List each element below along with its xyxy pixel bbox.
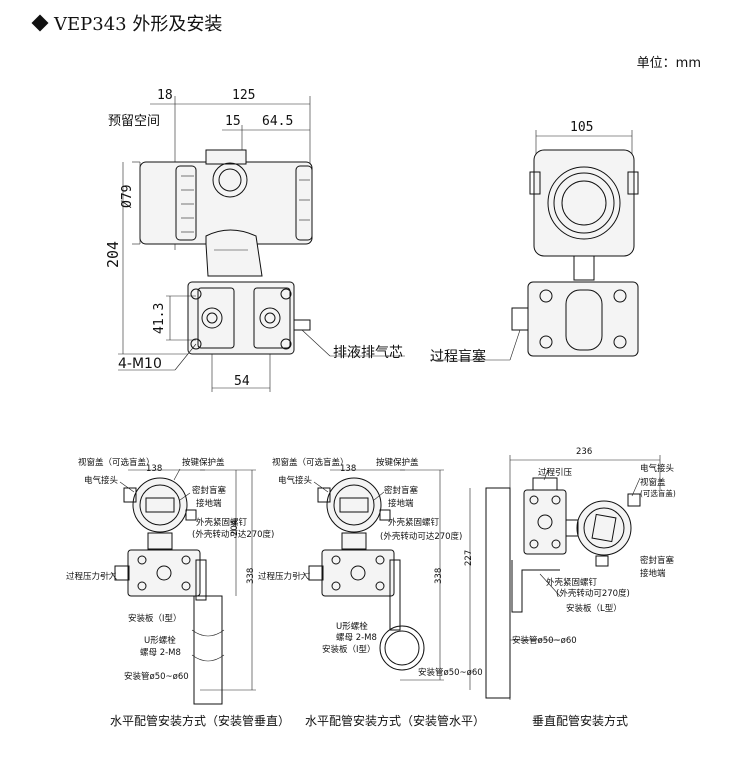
d2-ubolt: U形螺栓 (336, 622, 368, 632)
install-diagram-2 (308, 469, 444, 681)
d3-bracket: 安装板（L型） (566, 604, 622, 614)
d1-ground: 接地端 (196, 499, 222, 509)
d2-dim-338: 338 (434, 567, 444, 584)
d3-pipe: 安装管ø50~ø60 (512, 636, 577, 646)
d2-pipe: 安装管ø50~ø60 (418, 668, 483, 678)
dim-79: Ø79 (120, 184, 135, 208)
dim-105: 105 (570, 120, 594, 135)
dim-18: 18 (157, 88, 173, 103)
d2-rotate: (外壳转动可达270度) (380, 532, 463, 542)
dim-125: 125 (232, 88, 256, 103)
d2-pressure-in: 过程压力引入 (258, 572, 310, 582)
d1-window-cover: 视窗盖（可选盲盖） (78, 458, 155, 468)
dim-15: 15 (225, 114, 241, 129)
d1-bracket: 安装板（I型） (128, 614, 182, 624)
d3-ground: 接地端 (640, 569, 666, 579)
d1-seal-plug: 密封盲塞 (192, 486, 227, 496)
title-text: VEP343 外形及安装 (54, 14, 223, 35)
side-view (118, 96, 405, 392)
d1-pressure-in: 过程压力引入 (66, 572, 118, 582)
d2-dim-138: 138 (340, 464, 357, 474)
d1-dim-338: 338 (246, 567, 256, 584)
d1-button-cover: 按键保护盖 (182, 458, 225, 468)
d2-window-cover: 视窗盖（可选盲盖） (272, 458, 349, 468)
front-view (430, 130, 639, 361)
d2-button-cover: 按键保护盖 (376, 458, 419, 468)
d3-dim-227: 227 (464, 549, 474, 566)
dim-204: 204 (104, 240, 122, 268)
reserved-space-label: 预留空间 (108, 114, 161, 129)
thread-label: 4-M10 (118, 356, 162, 372)
d1-caption: 水平配管安装方式（安装管垂直） (110, 714, 291, 728)
d3-dim-236: 236 (576, 447, 593, 457)
label-leaders (99, 468, 641, 641)
d2-housing-screw: 外壳紧固螺钉 (388, 518, 440, 528)
d1-dim-138: 138 (146, 464, 163, 474)
dim-41-3: 41.3 (152, 302, 167, 334)
d1-dim-204: 204 (230, 519, 240, 536)
process-plug-label: 过程盲塞 (430, 349, 486, 365)
d2-caption: 水平配管安装方式（安装管水平） (305, 714, 486, 728)
d2-seal-plug: 密封盲塞 (384, 486, 419, 496)
d1-elec-conn: 电气接头 (84, 476, 119, 486)
d1-housing-screw: 外壳紧固螺钉 (196, 518, 248, 528)
dim-54: 54 (234, 374, 250, 389)
d3-optional: (可选盲盖) (640, 489, 676, 498)
page-title: VEP343 外形及安装 (31, 10, 223, 36)
d3-seal-plug: 密封盲塞 (640, 556, 675, 566)
d2-bracket: 安装板（I型） (322, 645, 376, 655)
dim-64-5: 64.5 (262, 114, 294, 129)
d2-elec-conn: 电气接头 (278, 476, 313, 486)
d1-nut: 螺母 2-M8 (140, 648, 181, 658)
d3-housing-screw: 外壳紧固螺钉 (546, 578, 598, 588)
unit-label: 单位：mm (636, 56, 701, 71)
d1-rotate: (外壳转动可达270度) (192, 530, 275, 540)
d3-elec-conn: 电气接头 (640, 464, 675, 474)
install-diagram-3 (469, 455, 661, 700)
d3-caption: 垂直配管安装方式 (532, 714, 629, 728)
drain-vent-label: 排液排气芯 (333, 345, 403, 361)
d3-rotate: (外壳转动可270度) (556, 589, 630, 599)
d1-pipe: 安装管ø50~ø60 (124, 672, 189, 682)
d2-ground: 接地端 (388, 499, 414, 509)
install-diagram-1 (114, 469, 256, 705)
d1-ubolt: U形螺栓 (144, 636, 176, 646)
d2-nut: 螺母 2-M8 (336, 633, 377, 643)
d3-process-in: 过程引压 (538, 468, 573, 478)
d3-window-cover: 视窗盖 (640, 478, 666, 488)
